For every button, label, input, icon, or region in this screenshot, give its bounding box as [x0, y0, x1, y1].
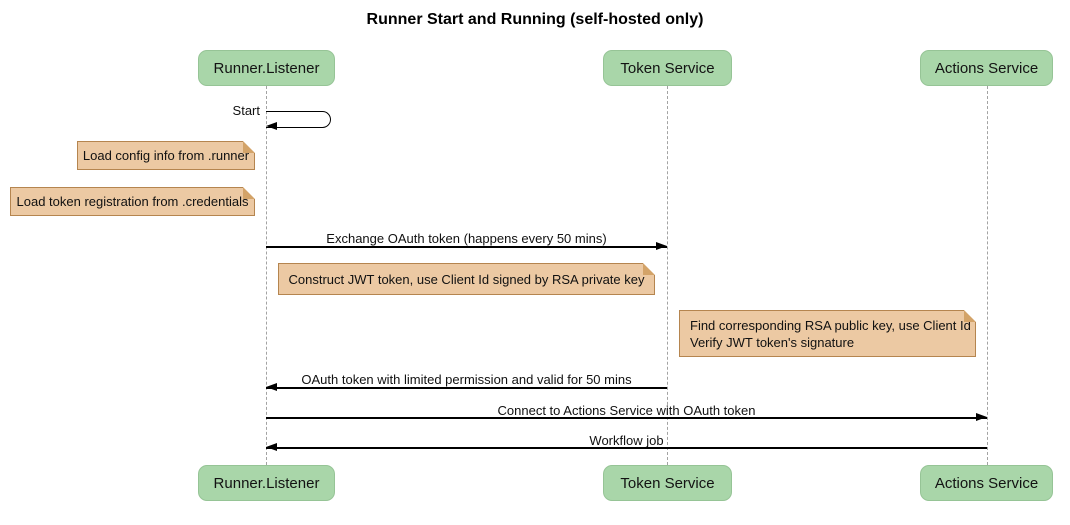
participant-label: Token Service [620, 59, 715, 77]
note-text-line2: Verify JWT token's signature [690, 334, 855, 350]
message-line [266, 447, 987, 449]
participant-label: Runner.Listener [213, 59, 320, 77]
note-text-line1: Find corresponding RSA public key, use C… [690, 317, 971, 333]
message-label: Connect to Actions Service with OAuth to… [497, 403, 756, 418]
arrowhead-left-icon [266, 383, 277, 391]
diagram-title: Runner Start and Running (self-hosted on… [366, 11, 704, 28]
lifeline-actions-service [987, 86, 988, 465]
participant-label: Actions Service [934, 474, 1039, 492]
arrowhead-left-icon [266, 443, 277, 451]
self-message-label: Start [232, 103, 260, 118]
participant-label: Runner.Listener [213, 474, 320, 492]
participant-actions-service-bottom: Actions Service [920, 465, 1053, 501]
lifeline-runner-listener [266, 86, 267, 465]
note-text: Construct JWT token, use Client Id signe… [288, 271, 645, 287]
participant-label: Actions Service [934, 59, 1039, 77]
note-construct-jwt: Construct JWT token, use Client Id signe… [278, 263, 655, 295]
note-load-token-registration: Load token registration from .credential… [10, 187, 255, 216]
lifeline-token-service [667, 86, 668, 465]
participant-runner-listener-bottom: Runner.Listener [198, 465, 335, 501]
participant-label: Token Service [620, 474, 715, 492]
arrowhead-right-icon [656, 242, 667, 250]
note-load-config: Load config info from .runner [77, 141, 255, 170]
message-line [266, 417, 987, 419]
message-label: Exchange OAuth token (happens every 50 m… [326, 231, 607, 246]
arrowhead-left-icon [266, 122, 277, 130]
note-text: Load token registration from .credential… [16, 194, 249, 209]
arrowhead-right-icon [976, 413, 987, 421]
participant-token-service-bottom: Token Service [603, 465, 732, 501]
message-label: Workflow job [589, 433, 664, 448]
participant-actions-service-top: Actions Service [920, 50, 1053, 86]
message-label: OAuth token with limited permission and … [301, 372, 632, 387]
self-message-loop [266, 111, 331, 128]
message-line [266, 246, 667, 248]
participant-token-service-top: Token Service [603, 50, 732, 86]
note-text: Load config info from .runner [82, 148, 250, 163]
message-line [266, 387, 667, 389]
participant-runner-listener-top: Runner.Listener [198, 50, 335, 86]
note-verify-jwt: Find corresponding RSA public key, use C… [679, 310, 976, 357]
